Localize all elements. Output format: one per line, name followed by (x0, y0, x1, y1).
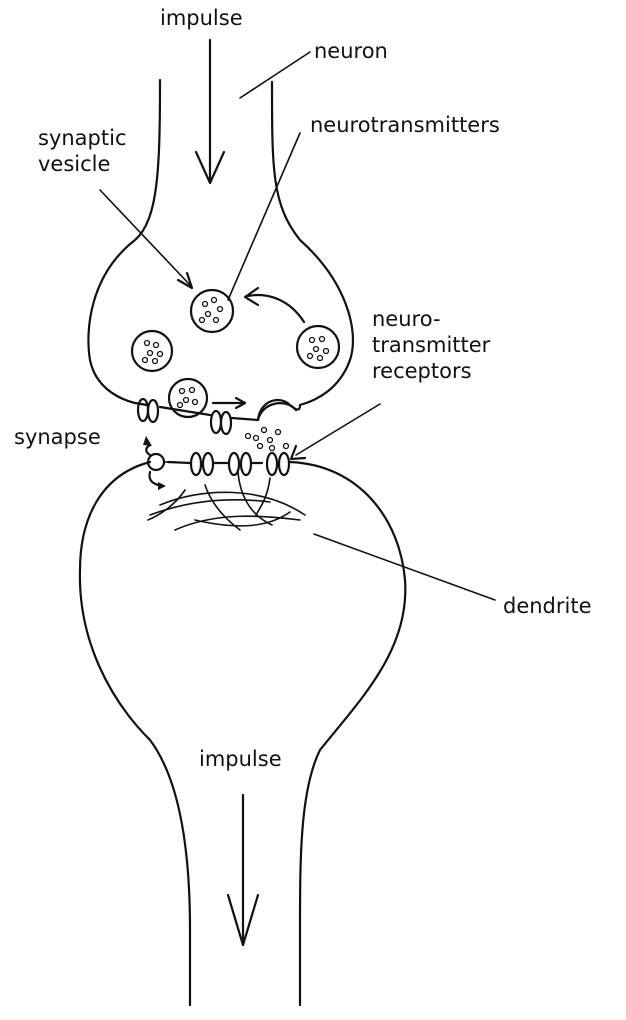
dendritic-fibers (148, 472, 305, 530)
neuron-label: neuron (314, 38, 388, 64)
impulse-label-bottom: impulse (199, 746, 282, 772)
receptor-pointer-arrowhead (291, 446, 305, 459)
neurotransmitter-pointer (228, 133, 300, 300)
synapse-label: synapse (14, 424, 101, 450)
receptor-pointer (296, 404, 380, 455)
synaptic-vesicle-1 (191, 290, 233, 332)
neuron-pointer (240, 52, 310, 98)
synaptic-vesicle-2 (132, 331, 172, 371)
vesicle-pointer (100, 190, 190, 285)
synaptic-vesicle-label: synaptic vesicle (38, 125, 127, 177)
postsynaptic-membrane (168, 462, 262, 463)
postsynaptic-neuron-outline-right (290, 462, 405, 1005)
impulse-label-top: impulse (160, 5, 243, 31)
vesicle-recycle-arrow (248, 295, 304, 322)
dendrite-label: dendrite (503, 593, 592, 619)
released-neurotransmitters (246, 428, 289, 451)
postsynaptic-neuron-outline-left (80, 462, 190, 1005)
synaptic-vesicle-3 (297, 326, 339, 368)
postsynaptic-receptors (191, 453, 289, 475)
neurotransmitter-receptors-label: neuro- transmitter receptors (372, 306, 490, 384)
neurotransmitters-label: neurotransmitters (310, 112, 500, 138)
